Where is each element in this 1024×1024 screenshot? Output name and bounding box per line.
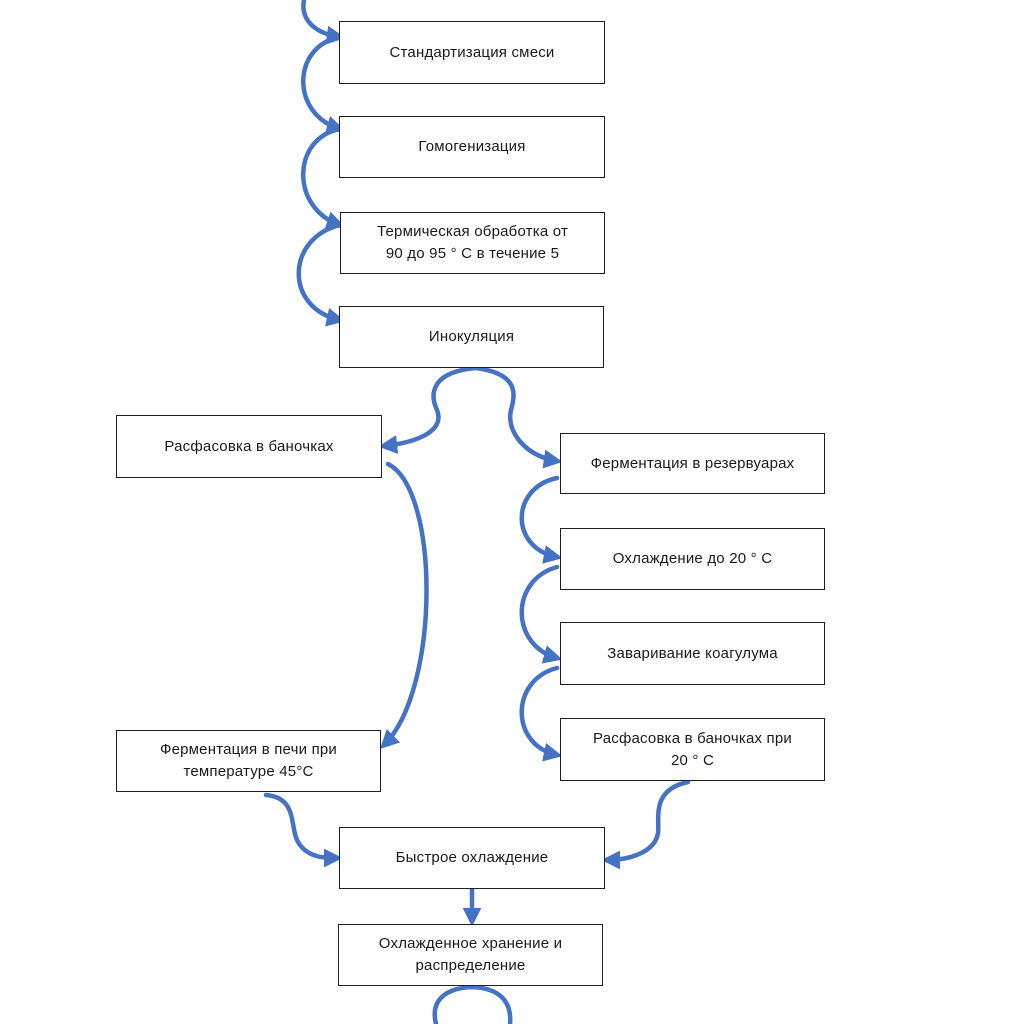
arrow-fermentation-oven-to-fast-cooling <box>263 792 343 868</box>
node-fast-cooling: Быстрое охлаждение <box>339 827 605 889</box>
node-homogenization-text: Гомогенизация <box>418 138 526 155</box>
node-heat-treatment-line-1: Термическая обработка от <box>376 223 569 240</box>
arrow-fermentation-tanks-to-cooling <box>519 475 563 564</box>
arrow-top-to-standardization <box>301 0 346 45</box>
node-fast-cooling-text: Быстрое охлаждение <box>395 849 549 866</box>
arrow-inoculation-to-fermentation-tanks <box>473 365 563 469</box>
node-fermentation-tanks-text: Ферментация в резервуарах <box>590 454 795 472</box>
node-cold-storage: Охлажденное хранение и распределение <box>338 924 603 986</box>
node-cooling-20: Охлаждение до 20 ° С <box>560 528 825 590</box>
node-fermentation-tanks: Ферментация в резервуарах <box>560 433 825 494</box>
node-fermentation-oven-line-2: температуре 45°С <box>183 763 314 780</box>
node-fermentation-oven: Ферментация в печи при температуре 45°С <box>116 730 381 792</box>
node-inoculation-text: Инокуляция <box>428 328 515 345</box>
node-heat-treatment-line-2: 90 до 95 ° С в течение 5 <box>385 245 560 262</box>
node-packing-jars-text: Расфасовка в баночках <box>164 437 334 455</box>
arrow-packing-jars-to-fermentation-oven <box>379 461 429 749</box>
arrow-curd-brewing-to-packing-jars-20 <box>519 665 563 762</box>
node-curd-brewing-text: Заваривание коагулума <box>607 644 778 662</box>
node-inoculation: Инокуляция <box>339 306 604 368</box>
node-packing-jars-20-line-1: Расфасовка в баночках при <box>593 729 792 747</box>
node-standardization-text: Стандартизация смеси <box>389 43 555 61</box>
node-curd-brewing: Заваривание коагулума <box>560 622 825 685</box>
arrow-heat-treatment-to-inoculation <box>296 222 346 327</box>
node-packing-jars: Расфасовка в баночках <box>116 415 382 478</box>
node-cold-storage-line-2: распределение <box>415 957 526 974</box>
arrow-cooling-to-curd-brewing <box>519 564 563 664</box>
node-cold-storage-line-1: Охлажденное хранение и <box>378 935 563 952</box>
node-homogenization: Гомогенизация <box>339 116 605 178</box>
node-cooling-20-text: Охлаждение до 20 ° С <box>612 550 773 567</box>
arrow-standardization-to-homogenization <box>301 34 346 135</box>
arrow-inoculation-to-packing-jars <box>378 365 479 454</box>
arrow-cold-storage-to-bottom <box>432 984 513 1024</box>
node-heat-treatment: Термическая обработка от 90 до 95 ° С в … <box>340 212 605 274</box>
node-fermentation-oven-line-1: Ферментация в печи при <box>159 741 338 758</box>
node-standardization: Стандартизация смеси <box>339 21 605 84</box>
arrow-packing-jars-20-to-fast-cooling <box>601 779 691 870</box>
arrow-homogenization-to-heat-treatment <box>301 126 346 230</box>
node-packing-jars-20: Расфасовка в баночках при 20 ° С <box>560 718 825 781</box>
node-packing-jars-20-line-2: 20 ° С <box>670 751 715 769</box>
